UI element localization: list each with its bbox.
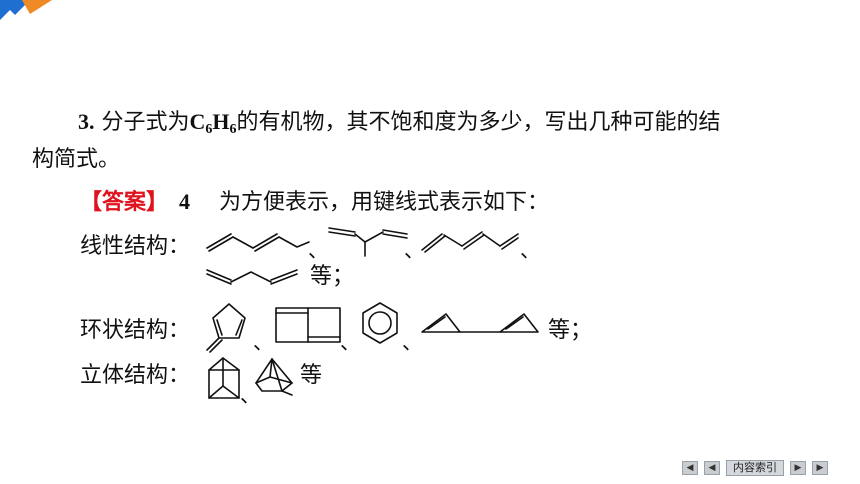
separator: 、	[520, 238, 540, 262]
formula-h-sub: 6	[229, 122, 237, 137]
question-text-before: 分子式为	[101, 110, 190, 135]
formula-c: C	[189, 109, 206, 134]
question-text-after: 的有机物，其不饱和度为多少，写出几种可能的结	[236, 110, 721, 135]
linear-structure-3	[421, 231, 519, 253]
question-line-2: 构简式。	[32, 147, 121, 172]
content-index-button[interactable]: 内容索引	[726, 460, 784, 476]
linear-structure-4	[206, 269, 298, 285]
stereo-end: 等	[300, 363, 323, 388]
separator: 、	[402, 330, 422, 354]
answer-tag: 【答案】	[80, 189, 169, 215]
formula-h: H	[212, 109, 230, 134]
linear-structure-1	[206, 233, 310, 252]
cyclic-end: 等；	[548, 318, 593, 343]
cyclic-structure-benzene	[362, 302, 398, 344]
answer-line: 【答案】 4 为方便表示，用键线式表示如下：	[80, 187, 549, 218]
separator: 、	[308, 238, 328, 262]
cyclic-structure-fulvene	[206, 303, 246, 353]
page-navigation: ◀ ◀ 内容索引 ▶ ▶	[682, 459, 828, 477]
linear-end: 等；	[310, 264, 355, 289]
cyclic-structure-bicyclic	[275, 307, 341, 343]
corner-logo-decoration	[0, 0, 52, 34]
separator: 、	[240, 383, 260, 407]
question-line-1: 3. 分子式为C6H6的有机物，其不饱和度为多少，写出几种可能的结	[78, 107, 721, 138]
stereo-structure-benzvalene	[255, 358, 293, 396]
question-number: 3.	[78, 109, 95, 134]
previous-page-icon[interactable]: ◀	[704, 461, 720, 475]
answer-value: 4	[179, 189, 191, 214]
formula-c-sub: 6	[205, 122, 213, 137]
linear-label: 线性结构：	[80, 234, 191, 259]
linear-structure-2	[328, 227, 408, 257]
answer-intro: 为方便表示，用键线式表示如下：	[219, 190, 550, 215]
last-page-icon[interactable]: ▶	[812, 461, 828, 475]
cyclic-structure-bicyclopropenyl	[421, 313, 539, 333]
stereo-label: 立体结构：	[80, 363, 191, 388]
separator: 、	[340, 330, 360, 354]
next-page-icon[interactable]: ▶	[790, 461, 806, 475]
cyclic-label: 环状结构：	[80, 318, 191, 343]
separator: 、	[404, 238, 424, 262]
stereo-structure-prismane	[208, 357, 240, 399]
first-page-icon[interactable]: ◀	[682, 461, 698, 475]
separator: 、	[253, 330, 273, 354]
